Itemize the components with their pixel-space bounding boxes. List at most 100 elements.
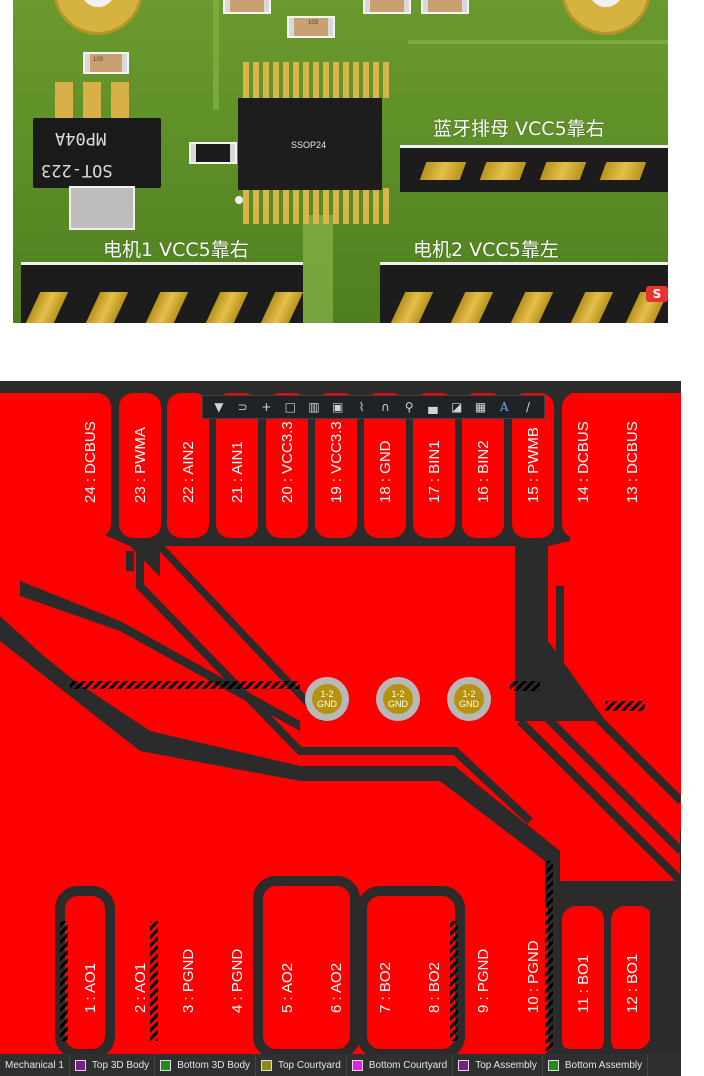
via-net-label: GND <box>317 699 338 709</box>
top-pad-label: 22 : AIN2 <box>180 441 197 503</box>
layer-tab[interactable]: Mechanical 1 <box>0 1054 70 1076</box>
pad-clearance <box>253 876 360 1054</box>
gnd-via-hole <box>454 684 484 714</box>
top-pad <box>266 393 308 538</box>
bottom-pad-label: 2 : AO1 <box>132 963 149 1013</box>
chart-icon[interactable]: ▥ <box>308 400 320 414</box>
layer-tab[interactable]: Bottom Courtyard <box>347 1054 454 1076</box>
smd-resistor <box>287 16 335 38</box>
top-pad <box>611 393 653 538</box>
sot223-tab <box>69 186 135 230</box>
hatched-keepout <box>70 681 300 689</box>
clearance-gap <box>20 581 300 731</box>
bottom-pad-label: 5 : AO2 <box>279 963 296 1013</box>
text-icon[interactable]: A <box>499 400 509 414</box>
bottom-pad-label: 1 : AO1 <box>82 963 99 1013</box>
pad-clearance <box>357 886 465 1054</box>
ssop24-pins-bottom <box>243 188 393 224</box>
top-pad <box>413 393 455 538</box>
smd-code-text: 103 <box>93 57 104 63</box>
smd-code-text: 103 <box>308 20 319 26</box>
layer-tab[interactable]: Top 3D Body <box>70 1054 156 1076</box>
sot223-marking-1: SOT-223 <box>41 160 113 180</box>
bottom-pad-label: 7 : BO2 <box>377 962 394 1013</box>
via-net-label: 1-2 <box>391 689 404 699</box>
layer-tab-label: Mechanical 1 <box>5 1059 64 1071</box>
top-pad-label: 19 : VCC3.3 <box>328 421 345 503</box>
bottom-pad <box>462 906 504 1054</box>
top-pad-label: 17 : BIN1 <box>426 440 443 503</box>
via-net-label: 1-2 <box>320 689 333 699</box>
line-icon[interactable]: / <box>526 400 531 414</box>
mounting-hole-left <box>53 0 143 35</box>
gnd-via-hole <box>383 684 413 714</box>
motor1-header-label: 电机1 VCC5靠右 <box>103 239 249 261</box>
layer-tab[interactable]: Bottom Assembly <box>543 1054 649 1076</box>
sot223-regulator <box>33 118 161 188</box>
smd-capacitor-103 <box>83 52 129 74</box>
trace-clearance <box>537 708 681 854</box>
top-pad-label: 18 : GND <box>377 440 394 503</box>
bottom-pad <box>413 906 455 1054</box>
plus-icon[interactable]: + <box>261 400 272 414</box>
top-pad-label: 15 : PWMB <box>525 427 542 503</box>
layer-tab[interactable]: Top Assembly <box>453 1054 543 1076</box>
bluetooth-header-label: 蓝牙排母 VCC5靠右 <box>433 118 605 140</box>
bottom-pad <box>216 906 258 1054</box>
trace-clearance <box>556 586 681 804</box>
component-icon[interactable]: ▣ <box>332 400 344 414</box>
layer-tab[interactable]: Bottom 3D Body <box>155 1054 256 1076</box>
top-pad-label: 16 : BIN2 <box>475 440 492 503</box>
rect-icon[interactable]: ◪ <box>451 400 463 414</box>
pin1-marker <box>235 196 243 204</box>
smd-capacitor <box>223 0 271 14</box>
fill-icon[interactable]: ▄ <box>428 400 438 414</box>
hatched-keepout <box>510 681 540 691</box>
top-pad <box>364 393 406 538</box>
bottom-pad-label: 4 : PGND <box>229 949 246 1013</box>
bottom-pad <box>315 906 357 1054</box>
top-pad-label: 20 : VCC3.3 <box>279 421 296 503</box>
top-pad <box>69 393 111 538</box>
graph-icon[interactable]: ▦ <box>474 400 487 414</box>
layer-tab[interactable]: Top Courtyard <box>256 1054 347 1076</box>
mounting-hole-right <box>561 0 651 35</box>
layer-tab-label: Bottom 3D Body <box>177 1059 250 1071</box>
top-pad-label: 21 : AIN1 <box>229 441 246 503</box>
bottom-pad <box>266 906 308 1054</box>
bottom-pad <box>562 906 604 1054</box>
via-net-label: GND <box>459 699 480 709</box>
trace-clearance <box>136 541 533 824</box>
top-pad <box>315 393 357 538</box>
select-rect-icon[interactable]: □ <box>284 400 296 414</box>
magnet-icon[interactable]: ⊃ <box>237 400 248 414</box>
top-pad-label: 14 : DCBUS <box>575 421 592 503</box>
trace <box>213 0 219 110</box>
bottom-pad-label: 3 : PGND <box>180 949 197 1013</box>
motor2-header-label: 电机2 VCC5靠左 <box>413 239 559 261</box>
pin-icon[interactable]: ⚲ <box>404 400 414 414</box>
arc-icon[interactable]: ∩ <box>380 400 390 414</box>
trace <box>408 40 668 44</box>
bottom-pad-label: 10 : PGND <box>525 940 542 1013</box>
layer-color-swatch <box>351 1059 363 1071</box>
trace-clearance <box>517 718 681 884</box>
bottom-pad <box>512 906 554 1054</box>
top-pad <box>119 393 161 538</box>
sot223-regulator-tabs <box>51 82 131 122</box>
hatched-keepout <box>150 921 158 1041</box>
layer-tabs-bar: Mechanical 1 Top 3D Body Bottom 3D Body Top… <box>0 1054 681 1076</box>
layer-color-swatch <box>160 1059 172 1071</box>
bottom-pad <box>69 906 111 1054</box>
ssop24-chip <box>238 98 382 190</box>
filter-icon[interactable]: ▼ <box>214 400 224 414</box>
gnd-via-hole <box>312 684 342 714</box>
route-icon[interactable]: ⌇ <box>358 400 365 414</box>
smd-resistor <box>363 0 411 14</box>
pcb-3d-view: 103 103 SOT-223 MP04A SSOP24 蓝牙排母 VCC5靠右… <box>13 0 668 323</box>
top-pad <box>167 393 209 538</box>
ssop24-chip-label: SSOP24 <box>291 140 327 150</box>
header-pin <box>479 162 527 180</box>
floating-toolbar: ▼ ⊃ + □ ▥ ▣ ⌇ ∩ ⚲ ▄ ◪ ▦ A / <box>202 395 545 419</box>
